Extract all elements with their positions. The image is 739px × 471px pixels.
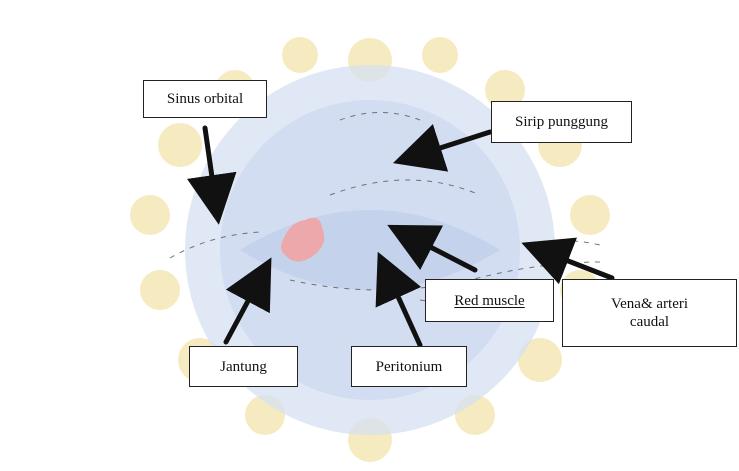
label-sirip-punggung: Sirip punggung <box>491 101 632 143</box>
label-vena-arteri-line2: caudal <box>630 313 669 331</box>
label-red-muscle: Red muscle <box>425 279 554 322</box>
arrow-red-muscle <box>405 234 475 270</box>
label-sirip-punggung-text: Sirip punggung <box>515 113 608 131</box>
arrow-peritonium <box>386 270 420 345</box>
label-peritonium-text: Peritonium <box>376 358 443 376</box>
label-jantung-text: Jantung <box>220 358 267 376</box>
arrow-jantung <box>226 275 262 342</box>
arrow-sirip-punggung <box>412 132 490 157</box>
label-red-muscle-text: Red muscle <box>454 292 524 310</box>
label-sinus-orbital: Sinus orbital <box>143 80 267 118</box>
heart-shape <box>281 218 324 262</box>
label-peritonium: Peritonium <box>351 346 467 387</box>
label-sinus-orbital-text: Sinus orbital <box>167 90 243 108</box>
label-vena-arteri-line1: Vena& arteri <box>611 295 688 313</box>
arrow-sinus-orbital <box>205 128 216 205</box>
label-jantung: Jantung <box>189 346 298 387</box>
label-vena-arteri-caudal: Vena& arteri caudal <box>562 279 737 347</box>
arrow-vena-arteri <box>540 250 612 278</box>
